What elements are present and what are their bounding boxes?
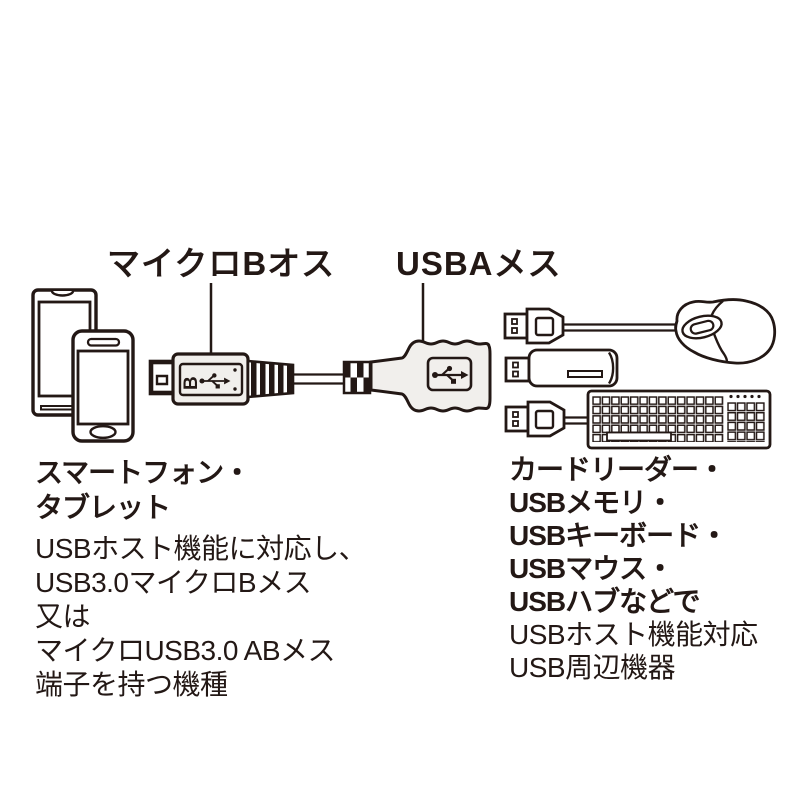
usb-memory-icon: [504, 348, 619, 388]
usb-peripherals-caption: カードリーダー・ USBメモリ・ USBキーボード・ USBマウス・ USBハブ…: [509, 453, 758, 684]
cable-strain-relief: [246, 359, 295, 399]
usb-a-female-icon: [342, 339, 492, 413]
usb-plug-mouse: [503, 307, 678, 345]
caption-body-line: マイクロUSB3.0 ABメス: [35, 635, 336, 666]
micro-b-marking: B: [181, 376, 202, 390]
keyboard-icon: [586, 389, 772, 450]
caption-title-line: USBメモリ・: [509, 487, 674, 518]
caption-title-line: USBマウス・: [509, 553, 674, 584]
usb-plug-keyboard: [504, 400, 590, 438]
caption-title-line: カードリーダー・: [509, 454, 726, 485]
usb-a-female-label: USBAメス: [396, 245, 562, 282]
smartphone-tablet-caption: スマートフォン・ タブレット USBホスト機能に対応し、 USB3.0マイクロB…: [35, 455, 367, 702]
keyboard-leds: [729, 394, 761, 399]
caption-body-line: USB3.0マイクロBメス: [35, 567, 312, 598]
caption-body: USBホスト機能対応 USB周辺機器: [509, 618, 758, 684]
caption-body-line: USB周辺機器: [509, 652, 676, 683]
caption-title: スマートフォン・ タブレット: [35, 455, 366, 525]
caption-title-line: スマートフォン・: [35, 457, 251, 488]
caption-title: カードリーダー・ USBメモリ・ USBキーボード・ USBマウス・ USBハブ…: [509, 453, 758, 618]
micro-b-plug-icon: B: [148, 352, 250, 406]
micro-b-male-label: マイクロBオス: [107, 245, 336, 282]
caption-body-line: USBホスト機能に対応し、: [35, 533, 367, 564]
caption-body: USBホスト機能に対応し、 USB3.0マイクロBメス 又は マイクロUSB3.…: [35, 532, 367, 702]
caption-title-line: USBキーボード・: [509, 520, 728, 551]
adapter-cable: [293, 373, 348, 385]
caption-title-line: タブレット: [35, 492, 171, 523]
caption-title-line: USBハブなどで: [509, 586, 701, 617]
smartphone-icon: [71, 329, 135, 443]
caption-body-line: USBホスト機能対応: [509, 619, 758, 650]
caption-body-line: 又は: [35, 601, 91, 632]
caption-body-line: 端子を持つ機種: [35, 669, 228, 700]
otg-adapter-diagram: B: [31, 283, 777, 450]
mouse-icon: [674, 298, 777, 365]
